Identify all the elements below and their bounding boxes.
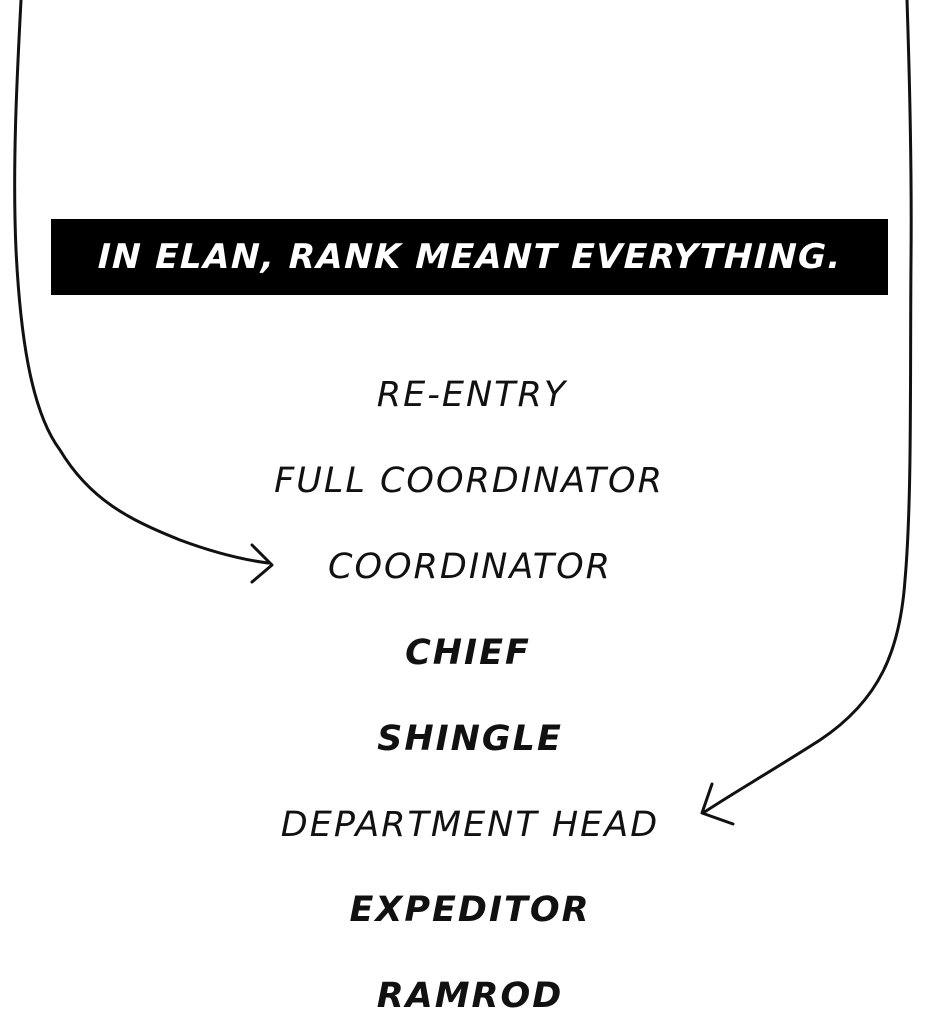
rank-ramrod: RAMROD (376, 976, 564, 1016)
rank-shingle: SHINGLE (377, 719, 563, 759)
rank-department-head: DEPARTMENT HEAD (280, 805, 660, 845)
rank-re-entry: RE-ENTRY (376, 375, 568, 415)
caption-box: IN ELAN, RANK MEANT EVERYTHING. (51, 219, 888, 295)
rank-coordinator: COORDINATOR (328, 547, 612, 587)
rank-chief: CHIEF (405, 633, 531, 673)
rank-expeditor: EXPEDITOR (349, 890, 591, 930)
rank-full-coordinator: FULL COORDINATOR (274, 461, 664, 501)
